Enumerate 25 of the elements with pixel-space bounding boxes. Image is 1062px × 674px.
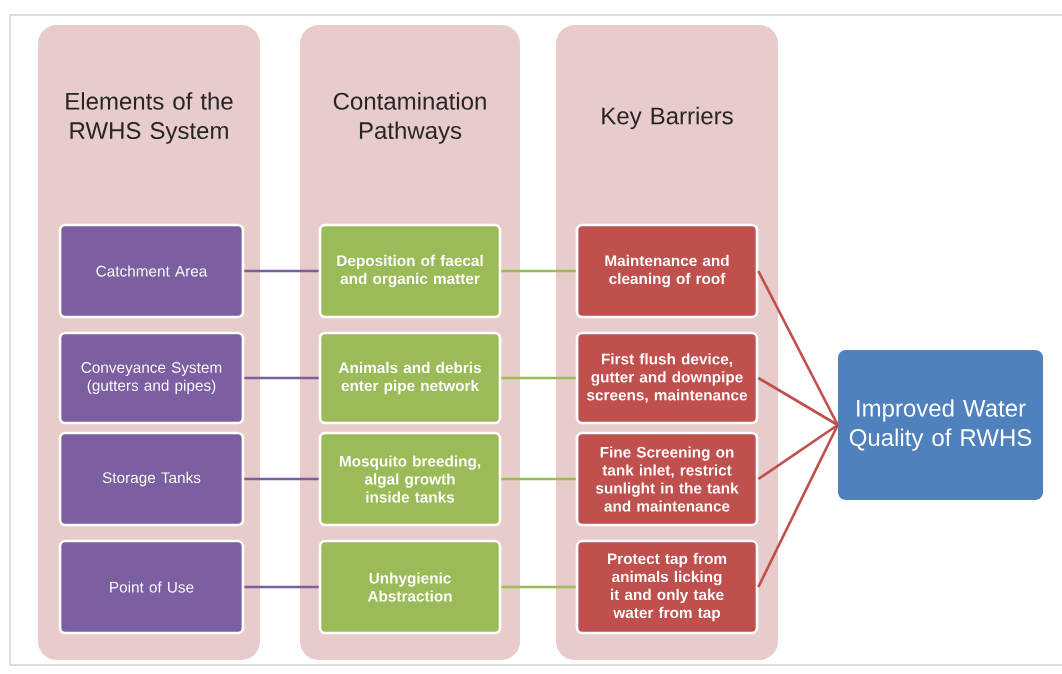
process-box: Fine Screening on tank inlet, restrict sunlight in the tank and maintenance bbox=[575, 431, 759, 527]
process-box: First flush device, gutter and downpipe screens, maintenance bbox=[575, 331, 759, 425]
connector-line bbox=[501, 376, 576, 380]
connector-line bbox=[501, 477, 576, 481]
connector-line bbox=[244, 477, 319, 481]
process-box: Storage Tanks bbox=[58, 431, 245, 527]
process-box: Maintenance and cleaning of roof bbox=[575, 223, 759, 319]
connector-line bbox=[244, 269, 319, 273]
process-box: Point of Use bbox=[58, 539, 245, 635]
connector-line bbox=[244, 376, 319, 380]
connector-line bbox=[244, 585, 319, 589]
connector-line bbox=[757, 423, 839, 481]
process-box: Mosquito breeding, algal growth inside tanks bbox=[318, 431, 502, 527]
connector-line bbox=[501, 585, 576, 589]
process-box: Deposition of faecal and organic matter bbox=[318, 223, 502, 319]
process-box: Conveyance System (gutters and pipes) bbox=[58, 331, 245, 425]
connector-line bbox=[757, 270, 839, 426]
process-box: Animals and debris enter pipe network bbox=[318, 331, 502, 425]
process-box: Unhygienic Abstraction bbox=[318, 539, 502, 635]
connector-line bbox=[501, 269, 576, 273]
process-box: Catchment Area bbox=[58, 223, 245, 319]
process-box: Protect tap from animals licking it and only take water from tap bbox=[575, 539, 759, 635]
connector-line bbox=[757, 424, 839, 588]
result-box: Improved Water Quality of RWHS bbox=[838, 350, 1044, 500]
connector-line bbox=[757, 376, 839, 427]
